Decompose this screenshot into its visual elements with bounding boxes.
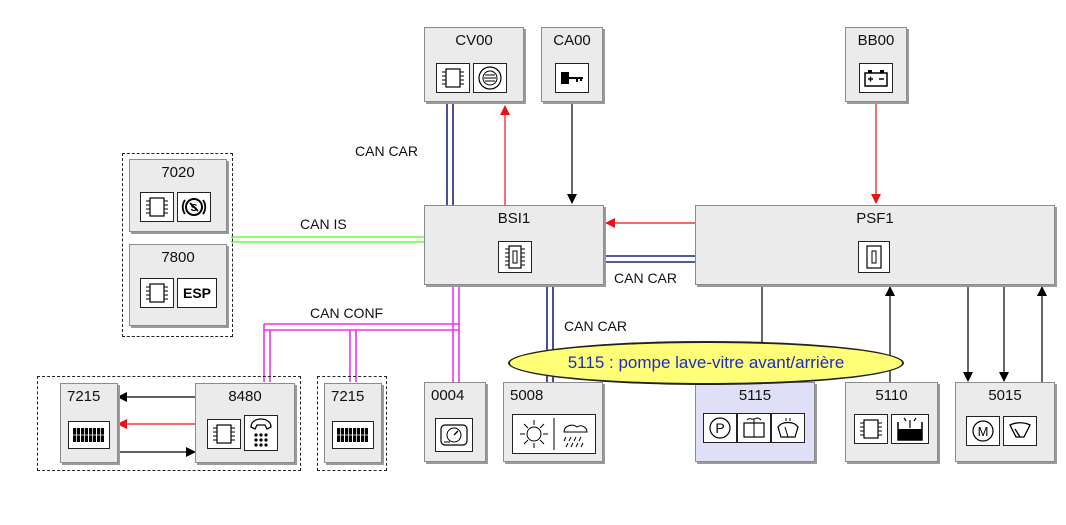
- can-is-bus: [231, 236, 424, 243]
- ecu-bsi1[interactable]: BSI1: [424, 205, 604, 285]
- ecu-psf1[interactable]: PSF1: [695, 205, 1055, 285]
- svg-text:S: S: [191, 203, 198, 214]
- fuse-icon: [858, 241, 890, 273]
- washer-icon: [737, 413, 771, 443]
- wiper-icon: [771, 413, 805, 443]
- phone-icon: [244, 415, 278, 451]
- dashed-group-7020-7800: [122, 153, 233, 337]
- ecu-code: PSF1: [856, 210, 894, 227]
- ecu-5015[interactable]: 5015 M: [955, 382, 1055, 462]
- ecu-code: 7800: [161, 249, 195, 266]
- ecu-icon: [436, 63, 470, 93]
- ecu-icon: [140, 278, 174, 308]
- bus-label-can-car: CAN CAR: [355, 143, 419, 159]
- gauge-icon: [435, 418, 473, 452]
- ecu-cv00[interactable]: CV00: [424, 27, 524, 102]
- ecu-code: 8480: [228, 388, 262, 405]
- ecu-code: 5115: [738, 387, 772, 404]
- key-icon: [555, 63, 589, 93]
- display-icon: [332, 421, 374, 449]
- ecu-code: 0004: [431, 387, 465, 404]
- bus-label-can-car: CAN CAR: [564, 318, 628, 334]
- ecu-ca00[interactable]: CA00: [541, 27, 603, 102]
- ecu-code: BSI1: [497, 210, 531, 227]
- ecu-code: 5110: [875, 387, 908, 404]
- esp-icon: ESP: [177, 278, 217, 308]
- battery-icon: [859, 63, 893, 93]
- svg-text:P: P: [715, 420, 724, 436]
- ecu-code: CV00: [455, 32, 493, 49]
- ecu-7020[interactable]: 7020 S: [129, 159, 227, 232]
- can-car-bus-psf1: [604, 255, 695, 263]
- ecu-icon: [207, 419, 241, 449]
- pump-icon: P: [703, 413, 737, 443]
- ecu-5115[interactable]: 5115 P: [695, 382, 815, 462]
- immobiliser-icon: S: [177, 192, 211, 222]
- ecu-bb00[interactable]: BB00: [845, 27, 907, 102]
- bus-label-can-car: CAN CAR: [614, 270, 678, 286]
- svg-text:M: M: [978, 424, 989, 439]
- display-icon: [68, 421, 110, 449]
- ecu-7800[interactable]: 7800 ESP: [129, 244, 227, 326]
- dashed-group-7215-8480: [37, 376, 301, 471]
- ecu-icon: [140, 192, 174, 222]
- sun-rain-icon: [512, 414, 596, 454]
- can-car-bus-cv00: [446, 103, 454, 205]
- motor-icon: M: [966, 416, 1000, 446]
- ecu-code: BB00: [857, 32, 895, 49]
- dashed-group-7215: [317, 376, 387, 471]
- callout-5115: 5115 : pompe lave-vitre avant/arrière: [508, 341, 904, 385]
- ecu-code: 7215: [67, 388, 101, 405]
- signal-red: [117, 104, 881, 429]
- ecu-5110[interactable]: 5110: [845, 382, 938, 462]
- ecu-code: CA00: [553, 32, 591, 49]
- ecu-code: 7020: [161, 164, 195, 181]
- ecu-icon: [854, 414, 888, 444]
- ecu-code: 5008: [510, 387, 544, 404]
- ecu-7215[interactable]: 7215: [60, 383, 118, 463]
- bus-label-can-is: CAN IS: [300, 216, 347, 232]
- ecu-8480[interactable]: 8480: [195, 383, 295, 463]
- level-icon: [891, 414, 929, 444]
- ecu-code: 7215: [331, 388, 365, 405]
- ecu-code: 5015: [988, 387, 1022, 404]
- fuse-icon: [498, 241, 532, 273]
- can-conf-bus: [263, 285, 460, 382]
- ecu-7215[interactable]: 7215: [324, 383, 382, 463]
- bus-label-can-conf: CAN CONF: [310, 305, 384, 321]
- ecu-0004[interactable]: 0004: [424, 382, 486, 462]
- wiper-icon: [1003, 416, 1037, 446]
- ecu-5008[interactable]: 5008: [503, 382, 603, 462]
- speaker-icon: [473, 63, 507, 93]
